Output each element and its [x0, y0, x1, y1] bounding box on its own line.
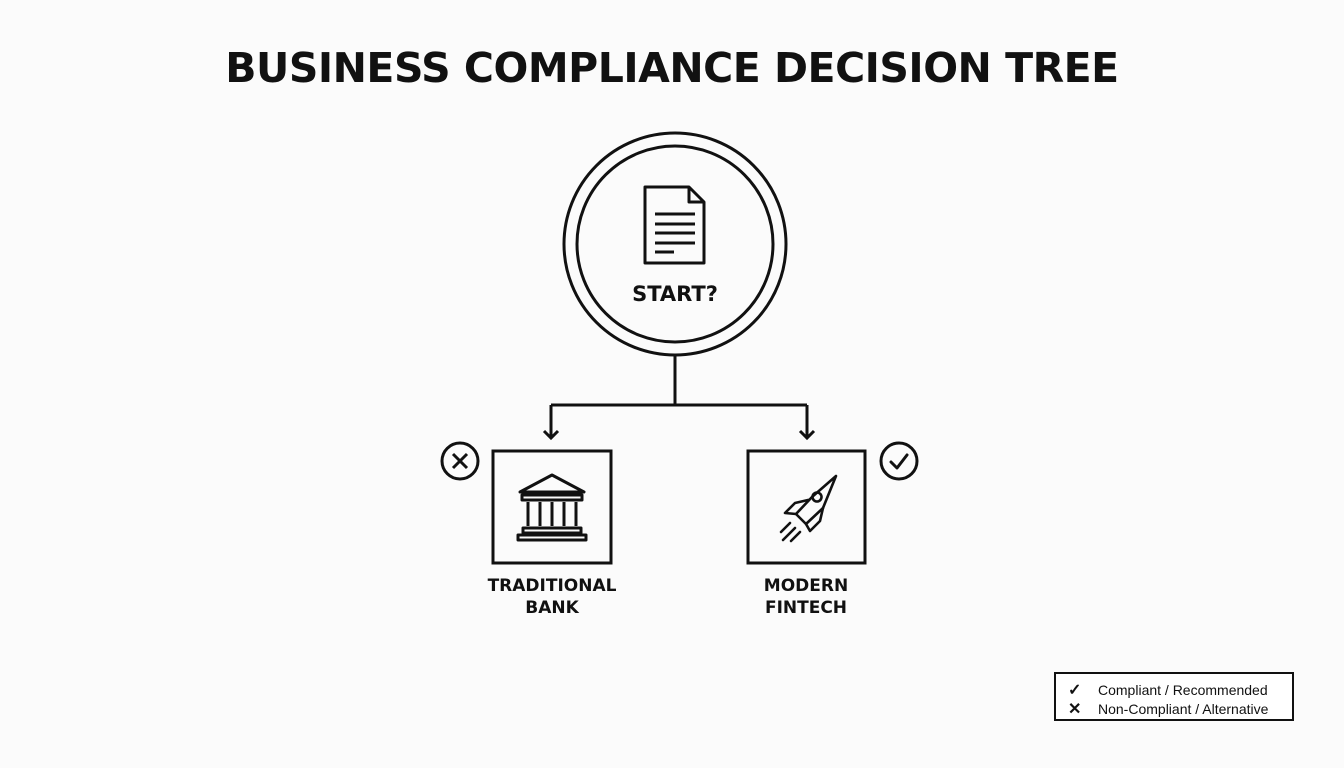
check-circle-icon — [879, 441, 919, 481]
traditional-bank-label-line2: BANK — [525, 598, 579, 618]
legend-item-non-compliant: ✕ Non-Compliant / Alternative — [1068, 699, 1268, 719]
start-label: START? — [632, 282, 718, 306]
modern-fintech-label-line2: FINTECH — [764, 598, 848, 618]
traditional-bank-label: TRADITIONAL BANK — [442, 575, 662, 619]
page-title: BUSINESS COMPLIANCE DECISION TREE — [225, 44, 1119, 92]
legend-label-non-compliant: Non-Compliant / Alternative — [1098, 701, 1269, 717]
modern-fintech-node — [746, 449, 867, 565]
x-icon: ✕ — [1068, 701, 1082, 718]
modern-fintech-label: MODERN FINTECH — [696, 575, 916, 619]
document-icon — [643, 185, 706, 265]
legend: ✓ Compliant / Recommended ✕ Non-Complian… — [1054, 672, 1294, 721]
rocket-icon — [779, 474, 838, 543]
traditional-bank-node — [491, 449, 613, 565]
legend-label-compliant: Compliant / Recommended — [1098, 682, 1268, 698]
connector-lines — [542, 355, 816, 441]
modern-fintech-label-line1: MODERN — [763, 576, 849, 596]
check-icon: ✓ — [1068, 682, 1082, 699]
legend-item-compliant: ✓ Compliant / Recommended — [1068, 680, 1268, 700]
x-circle-icon — [440, 441, 480, 481]
traditional-bank-label-line1: TRADITIONAL — [487, 576, 617, 596]
bank-icon — [516, 473, 588, 542]
